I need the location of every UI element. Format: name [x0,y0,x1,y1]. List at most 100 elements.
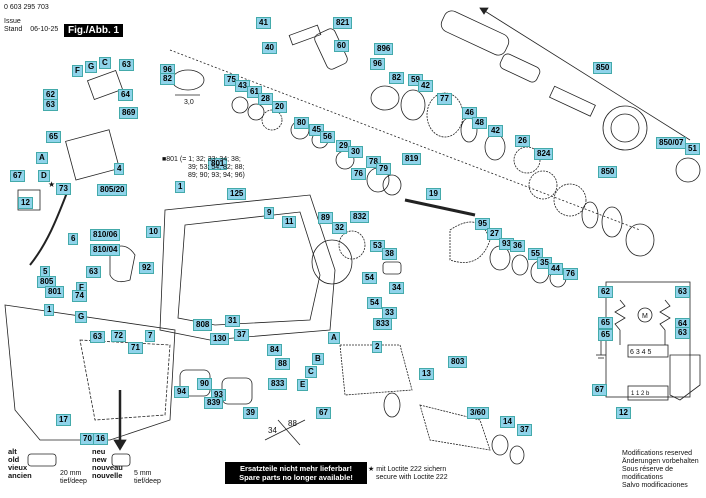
part-label-64: 64 [118,89,133,101]
seal-ring-11 [311,239,353,285]
cable-6 [29,184,71,266]
part-label-51: 51 [685,143,700,155]
part-label-808: 808 [193,319,213,331]
part-label-42: 42 [418,80,433,92]
part-label-92: 92 [139,262,154,274]
mark-34: 34 [268,426,277,435]
star-icon: ★ [48,180,55,189]
part-label-73: 73 [56,183,71,195]
loctite-line2: secure with Loctite 222 [376,474,448,481]
part-label-C: C [305,366,317,378]
part-label-7: 7 [145,330,156,342]
part-label-82: 82 [160,73,175,85]
part-label-D: D [38,170,50,182]
new-fr1: nouveau [92,463,123,472]
arrow-head-icon [479,7,489,15]
part-label-71: 71 [128,342,143,354]
issue-label: Issue [4,18,21,25]
shaft-19 [404,198,476,217]
armature-803 [419,404,491,451]
part-label-63: 63 [675,286,690,298]
part-label-G: G [75,311,88,323]
notice-line2: Spare parts no longer available! [239,473,353,482]
part-label-54: 54 [362,272,377,284]
part-label-74: 74 [72,290,87,302]
part-label-67: 67 [316,407,331,419]
part-label-88: 88 [275,358,290,370]
part-label-3/60: 3/60 [467,407,489,419]
terminal-bottom: 1 1 2 b [631,391,650,397]
part-label-821: 821 [333,17,353,29]
bit-new [111,453,131,467]
part-label-810/06: 810/06 [90,229,121,241]
part-label-824: 824 [534,148,554,160]
loctite-note: ★ mit Loctite 222 sichern secure with Lo… [368,466,448,482]
part-label-65: 65 [598,317,613,329]
part-label-80: 80 [294,117,309,129]
part-label-77: 77 [437,93,452,105]
old-en: old [8,455,20,464]
part-label-72: 72 [111,330,126,342]
part-label-1: 1 [44,304,55,316]
part-label-82: 82 [389,72,404,84]
part-label-833: 833 [373,318,393,330]
part-label-B: B [312,353,324,365]
part-label-56: 56 [320,131,335,143]
part-label-48: 48 [472,117,487,129]
part-label-76: 76 [563,268,578,280]
gear-850 [553,183,587,217]
part-label-63: 63 [119,59,134,71]
part-label-90: 90 [197,378,212,390]
down-arrow-icon [113,439,127,451]
part-label-F: F [72,65,83,77]
part-label-801: 801 [45,286,65,298]
modifications-note: Modifications reserved Änderungen vorbeh… [622,450,706,490]
figure-title: Fig./Abb. 1 [64,24,124,37]
detail-dimension: 3,0 [184,99,194,106]
part-label-60: 60 [334,40,349,52]
part-label-850: 850 [593,62,613,74]
axis-line-mid [169,49,641,231]
drive-shaft [548,85,596,117]
part-label-32: 32 [332,222,347,234]
motor-symbol-icon [637,307,653,323]
part-label-89: 89 [318,212,333,224]
doc-header: 0 603 295 703 Issue Stand 06-10-25 [4,4,58,34]
part-label-850: 850 [598,166,618,178]
set-line1: (= 1; 32; 33; 34; 38; [179,156,241,163]
bit-old [27,453,57,467]
part-label-63: 63 [86,266,101,278]
mods-fr: Sous réserve de modifications [622,466,673,481]
detail-96-82 [171,69,205,91]
part-label-96: 96 [370,58,385,70]
old-de: alt [8,447,17,456]
part-label-130: 130 [210,333,230,345]
part-label-4: 4 [114,163,125,175]
part-label-803: 803 [448,356,468,368]
part-label-E: E [297,379,309,391]
part-label-39: 39 [243,407,258,419]
gear-95 [449,221,491,263]
part-label-84: 84 [267,344,282,356]
part-label-13: 13 [419,368,434,380]
notice-box: Ersatzteile nicht mehr lieferbar! Spare … [225,462,367,484]
notice-line1: Ersatzteile nicht mehr lieferbar! [239,464,353,473]
depth-old: 20 mm tief/deep [60,470,87,485]
housing-125 [159,194,336,341]
part-label-839: 839 [204,397,224,409]
part-label-46: 46 [462,107,477,119]
part-label-12: 12 [616,407,631,419]
part-label-2: 2 [372,341,383,353]
set-title: 801 [166,156,178,163]
part-label-1: 1 [175,181,186,193]
part-label-12: 12 [18,197,33,209]
part-label-63: 63 [43,99,58,111]
gear-824 [528,170,558,200]
part-label-38: 38 [382,248,397,260]
motor-letter: M [642,313,648,320]
part-label-14: 14 [500,416,515,428]
depth-new-text: tief/deep [134,477,161,485]
gear-26 [513,146,541,174]
part-label-11: 11 [282,216,297,228]
